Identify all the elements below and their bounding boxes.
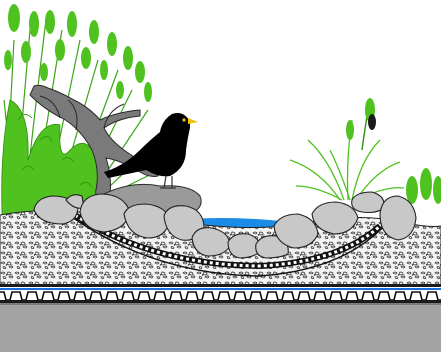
roof-slab xyxy=(0,303,441,352)
roof-slab-top-edge xyxy=(0,303,441,305)
reed-right xyxy=(346,98,376,150)
drainage-blue-line xyxy=(0,288,441,290)
drainage-membrane-bottom xyxy=(0,300,441,303)
drainage-membrane-top xyxy=(0,284,441,287)
grass-edge-right xyxy=(406,168,441,204)
grass-tufts-left xyxy=(4,4,152,102)
